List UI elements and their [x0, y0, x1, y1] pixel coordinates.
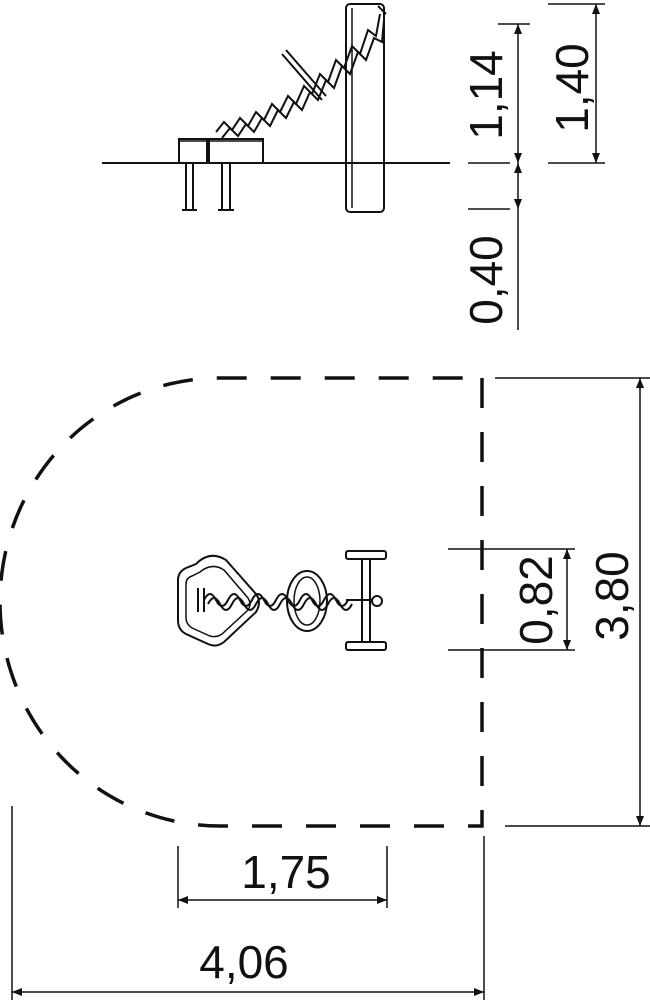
dim-label-1-14: 1,14 [460, 50, 512, 140]
spring-coil-side [215, 5, 387, 139]
spring-coil-plan [197, 588, 353, 612]
handle-disc-plan [286, 570, 328, 632]
handle-bar-side [285, 49, 327, 97]
plan-view [0, 376, 484, 828]
dim-label-3-80: 3,80 [586, 551, 638, 641]
dim-label-0-40: 0,40 [460, 235, 512, 325]
seat-plan [177, 554, 260, 647]
seat-back [206, 138, 264, 164]
seat-front [178, 138, 210, 164]
side-dimensions [468, 3, 605, 330]
upright-post [345, 3, 385, 213]
safety-area-outline [0, 376, 484, 828]
side-elevation-view [102, 3, 450, 213]
dim-label-0-82: 0,82 [510, 555, 562, 645]
dim-label-4-06: 4,06 [199, 936, 289, 988]
dim-label-1-75: 1,75 [241, 846, 331, 898]
plan-dimensions [11, 377, 650, 1000]
dim-label-1-40: 1,40 [546, 43, 598, 133]
post-base-plan [345, 550, 387, 651]
seat-posts [182, 163, 234, 211]
